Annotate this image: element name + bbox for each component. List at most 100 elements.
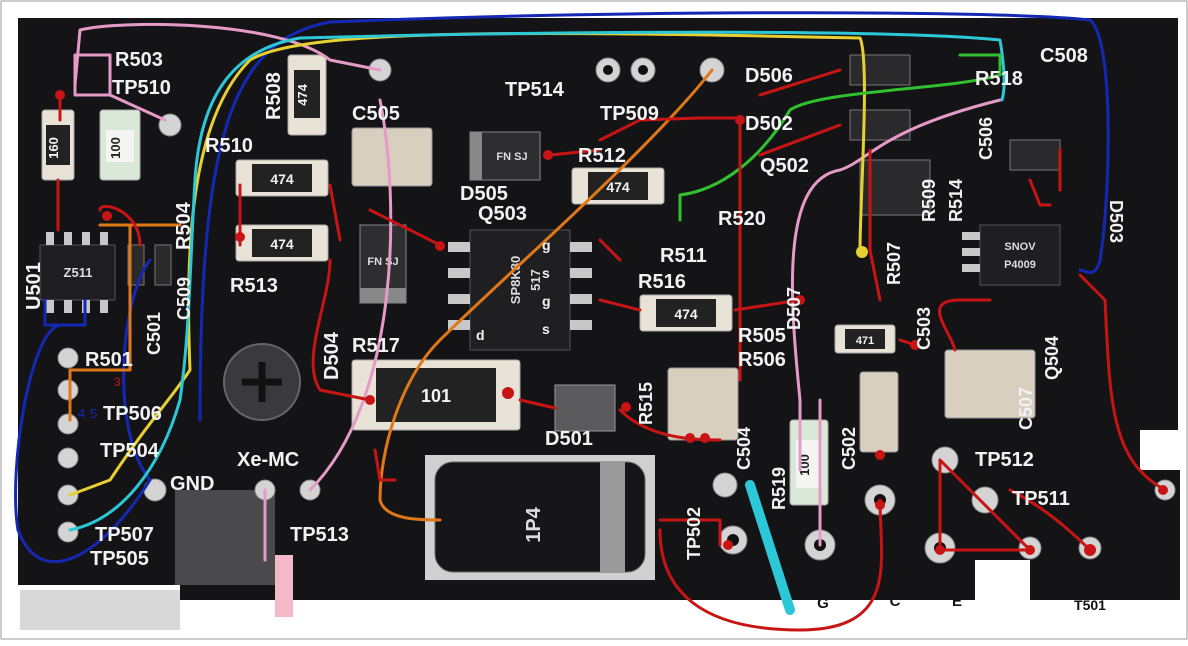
label-d504: D504	[321, 331, 343, 380]
mosfet-q503	[469, 229, 571, 351]
label-d507: D507	[784, 287, 804, 330]
transistor-q502	[859, 159, 931, 216]
note-4: 4	[78, 406, 85, 421]
trace-red-dots	[55, 90, 1168, 556]
label-q502: Q502	[760, 155, 809, 177]
trace-green	[678, 53, 1002, 222]
label-u501: U501	[23, 262, 45, 310]
label-r503: R503	[115, 49, 163, 71]
label-c507: C507	[1016, 387, 1036, 430]
label-r508: R508	[263, 72, 285, 120]
resistor-r510-body	[252, 164, 312, 192]
label-r515: R515	[636, 382, 656, 425]
label-r507: R507	[884, 242, 904, 285]
label-tp502: TP502	[684, 507, 704, 560]
label-r501: R501	[85, 349, 133, 371]
label-c508: C508	[1040, 45, 1088, 67]
u501-marking: Z511	[64, 265, 93, 280]
label-tp513: TP513	[290, 524, 349, 546]
screw-slot	[242, 362, 282, 402]
q503-marking-2: 517	[528, 269, 543, 291]
r505-code: 471	[856, 335, 874, 347]
cap-c505	[351, 127, 433, 187]
label-r517: R517	[352, 335, 400, 357]
q503-marking-1: SP8K80	[508, 256, 523, 304]
annotation-gate: G	[817, 595, 829, 612]
cap-c502	[859, 371, 899, 453]
label-tp504: TP504	[100, 440, 160, 462]
d505-marking: FN SJ	[496, 151, 527, 163]
label-q503: Q503	[478, 203, 527, 225]
label-c506: C506	[976, 117, 996, 160]
r513-code: 474	[270, 236, 294, 252]
label-tp505: TP505	[90, 548, 149, 570]
annotation-collector: C	[890, 593, 901, 610]
label-r506: R506	[738, 349, 786, 371]
resistor-r512-body	[588, 172, 648, 200]
label-tp514: TP514	[505, 79, 565, 101]
cap-c507	[944, 349, 1036, 419]
note-5: 5	[90, 406, 97, 421]
label-r513: R513	[230, 275, 278, 297]
label-r516: R516	[638, 271, 686, 293]
diode-d501-small	[554, 384, 616, 432]
label-r520: R520	[718, 208, 766, 230]
trace-yellow	[68, 31, 866, 497]
label-c509: C509	[174, 277, 194, 320]
q504-marking-1: SNOV	[1004, 241, 1036, 253]
trace-pink	[73, 22, 1002, 562]
label-tp507: TP507	[95, 524, 154, 546]
annotation-t501: T501	[1074, 597, 1106, 613]
label-d502: D502	[745, 113, 793, 135]
r503-code: 160	[46, 137, 61, 159]
resistor-r503-body	[46, 125, 70, 165]
diode-d505-band	[470, 132, 482, 180]
label-c503: C503	[914, 307, 934, 350]
label-r510: R510	[205, 135, 253, 157]
label-r512: R512	[578, 145, 626, 167]
r517-code: 101	[421, 386, 451, 406]
trace-blue	[14, 11, 1110, 564]
label-r511: R511	[660, 245, 707, 267]
label-xemc: Xe-MC	[237, 449, 299, 471]
pin-d: d	[476, 327, 485, 343]
pin-g1: g	[542, 237, 551, 253]
trace-red	[56, 68, 1167, 632]
resistor-r508-body	[294, 70, 320, 118]
q504-marking-2: P4009	[1004, 259, 1036, 271]
cap-c504	[667, 367, 739, 441]
d501-marking: 1P4	[523, 506, 545, 542]
label-d501: D501	[545, 428, 593, 450]
exposed-area	[175, 490, 275, 585]
label-tp506: TP506	[103, 403, 162, 425]
label-c504: C504	[734, 427, 754, 470]
r516-code: 474	[674, 306, 698, 322]
diode-d506	[849, 54, 911, 86]
label-tp511: TP511	[1012, 488, 1070, 510]
label-d506: D506	[745, 65, 793, 87]
annotation-emitter: E	[952, 593, 962, 610]
label-r504: R504	[173, 201, 195, 250]
pin-s1: s	[542, 265, 550, 281]
trace-blue-2	[43, 298, 87, 327]
resistor-r505-body	[845, 329, 885, 349]
bottom-strip	[20, 590, 180, 630]
cap-c509	[154, 244, 172, 286]
tp510-part-code: 100	[108, 137, 123, 159]
diode-large-body	[434, 461, 646, 573]
resistor-r516-body	[656, 299, 716, 327]
trace-cyan	[68, 30, 1006, 532]
diode-large-band	[600, 462, 625, 572]
label-d505: D505	[460, 183, 508, 205]
ic-u501	[39, 244, 116, 301]
label-tp512: TP512	[975, 449, 1034, 471]
r510-code: 474	[270, 171, 294, 187]
d504-marking: FN SJ	[367, 256, 398, 268]
ic-q504	[979, 224, 1061, 286]
label-c501: C501	[144, 312, 164, 355]
label-r519: R519	[769, 467, 789, 510]
label-r518: R518	[975, 68, 1023, 90]
label-r505: R505	[738, 325, 786, 347]
